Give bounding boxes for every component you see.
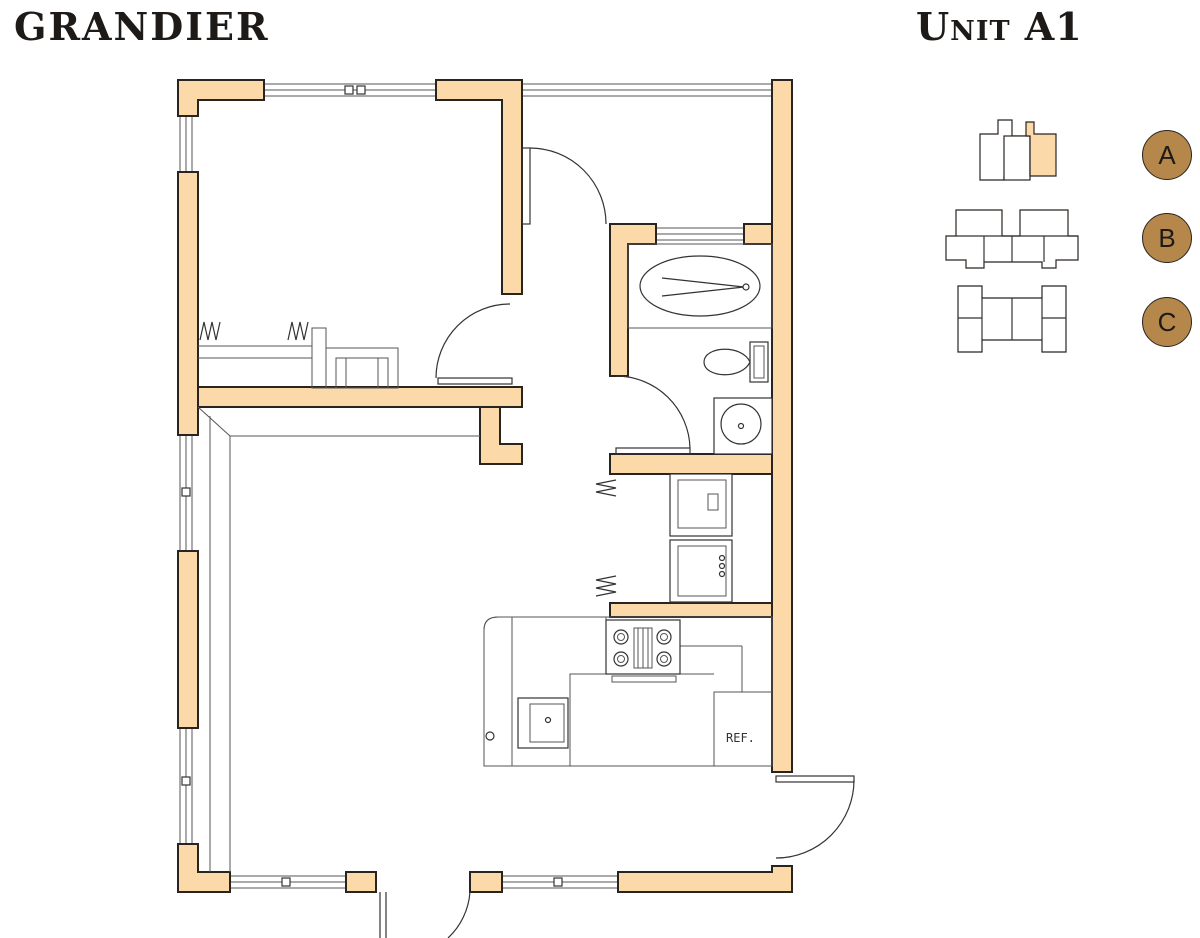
interior-lines	[197, 327, 480, 872]
toilet	[703, 341, 769, 383]
refrigerator-label: REF.	[726, 731, 755, 745]
building-c-badge[interactable]: C	[1142, 297, 1192, 347]
unit-title: Unit A1	[916, 4, 1083, 49]
doors	[379, 147, 855, 938]
refrigerator: REF.	[713, 691, 773, 767]
bath-sink	[713, 397, 773, 455]
key-building-a[interactable]	[979, 119, 1057, 181]
brand-title: GRANDIER	[14, 4, 270, 49]
washer-dryer	[669, 473, 733, 603]
closet-hangers	[199, 321, 617, 597]
kitchen-sink	[517, 697, 569, 749]
cooktop	[605, 619, 681, 683]
building-a-badge[interactable]: A	[1142, 130, 1192, 180]
building-b-badge[interactable]: B	[1142, 213, 1192, 263]
key-plan	[945, 119, 1079, 353]
key-building-c[interactable]	[957, 285, 1067, 353]
bathtub	[627, 243, 773, 329]
walls	[177, 79, 793, 893]
key-building-b[interactable]	[945, 209, 1079, 269]
